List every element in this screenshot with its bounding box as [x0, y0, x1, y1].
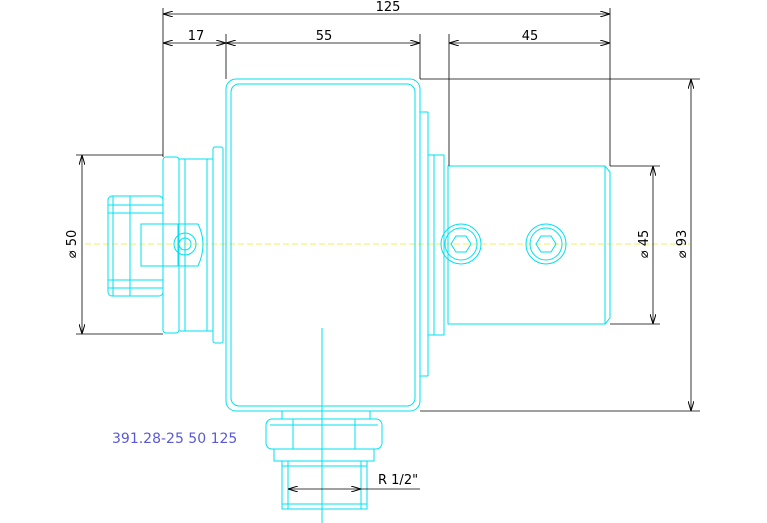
- dim-shaft-diameter: ⌀ 45: [637, 230, 652, 259]
- dim-body-length: 55: [316, 29, 333, 44]
- dim-inlet-diameter: ⌀ 50: [65, 230, 80, 259]
- inlet-connector: [107, 195, 204, 297]
- dim-shaft-length: 45: [522, 29, 539, 44]
- dim-body-diameter: ⌀ 93: [675, 230, 690, 259]
- shaft: [440, 165, 611, 325]
- dim-overall-length: 125: [376, 0, 401, 15]
- bottom-fitting: [265, 410, 383, 510]
- dimension-lines: [76, 8, 700, 489]
- part-number-label: 391.28-25 50 125: [112, 431, 237, 447]
- rotary-union-outline: [107, 78, 611, 523]
- dim-left-flange: 17: [188, 29, 205, 44]
- main-body: [225, 78, 445, 412]
- left-flange: [162, 146, 224, 344]
- dim-thread-size: R 1/2": [378, 473, 418, 488]
